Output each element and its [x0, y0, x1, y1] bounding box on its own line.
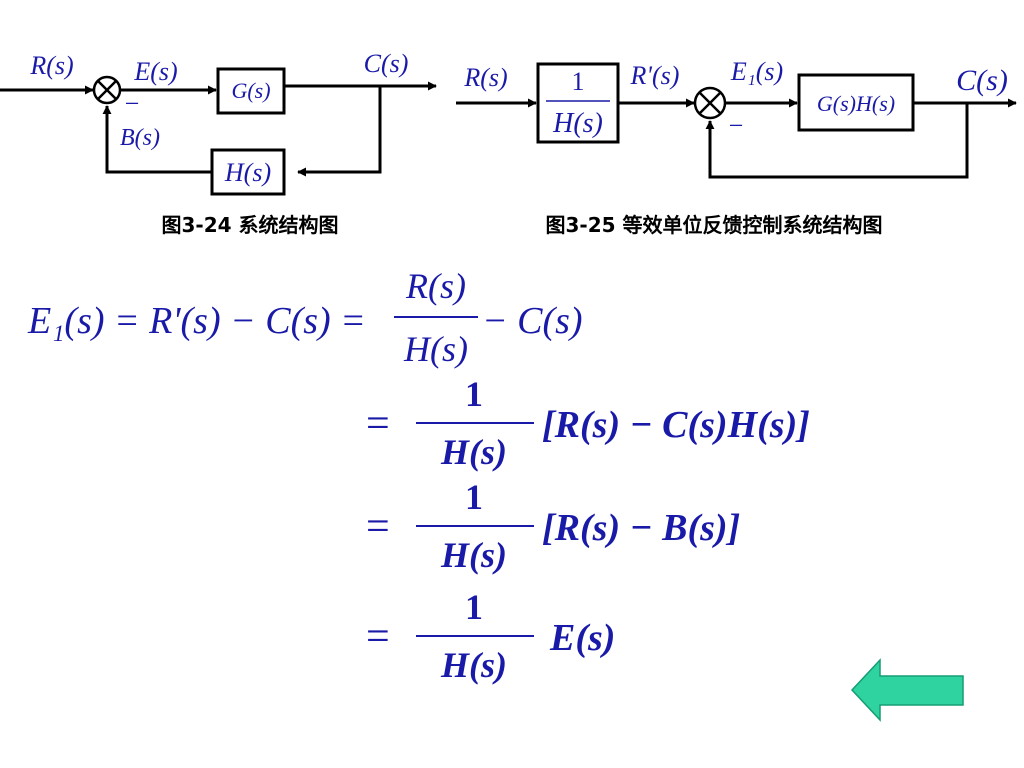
fig24-error-label: E(s) — [133, 57, 177, 86]
fig25-caption: 图3-25 等效单位反馈控制系统结构图 — [545, 213, 882, 237]
fig24-feedback-block-label: H(s) — [224, 158, 271, 187]
equation-line2-frac-denominator: H(s) — [440, 432, 507, 472]
equation-line2-frac-numerator: 1 — [465, 374, 483, 414]
fig24-input-label: R(s) — [29, 51, 73, 80]
fig24-summing-junction — [92, 75, 122, 105]
fig25-input-label: R(s) — [463, 63, 507, 92]
figure-3-24-block-diagram: G(s) H(s) R(s) E(s) − B(s) C(s) 图3-24 系统… — [0, 49, 437, 237]
equation-line1-tail: − C(s) — [482, 300, 583, 342]
equation-line3-frac-numerator: 1 — [465, 477, 483, 517]
equation-line3-equals: = — [366, 504, 390, 550]
fig25-prefilter-block — [536, 62, 620, 144]
equation-derivation: E₁(s) = R'(s) − C(s) = R(s) H(s) − C(s) … — [27, 266, 810, 685]
figure-3-25-block-diagram: 1 H(s) G(s)H(s) R(s) R'(s) E₁(s) − C(s) … — [456, 57, 1017, 237]
equation-line1-frac-denominator: H(s) — [403, 329, 468, 369]
fig25-feedback-path — [705, 103, 969, 179]
equation-line3-body: [R(s) − B(s)] — [542, 507, 740, 549]
equation-line4-frac-numerator: 1 — [465, 587, 483, 627]
fig24-feedback-label: B(s) — [120, 125, 160, 151]
fig25-prefilter-numerator: 1 — [572, 67, 585, 96]
fig25-minus-sign: − — [729, 111, 744, 140]
equation-line4-frac-denominator: H(s) — [440, 645, 507, 685]
fig25-rprime-label: R'(s) — [630, 61, 680, 90]
fig24-forward-block — [216, 67, 286, 115]
equation-line3-frac-denominator: H(s) — [440, 535, 507, 575]
fig25-error-label: E₁(s) — [730, 57, 783, 86]
fig24-minus-sign: − — [125, 89, 140, 118]
fig25-output-label: C(s) — [956, 64, 1008, 97]
fig25-forward-block-label: G(s)H(s) — [817, 91, 895, 116]
fig25-forward-block — [797, 73, 915, 132]
left-arrow-icon[interactable] — [850, 658, 964, 722]
equation-line4-body: E(s) — [549, 617, 615, 659]
equation-line1-frac-numerator: R(s) — [405, 266, 466, 306]
fig24-feedback-block — [210, 148, 286, 196]
fig25-summing-junction — [693, 86, 727, 120]
equation-line2-body: [R(s) − C(s)H(s)] — [542, 404, 810, 446]
fig24-caption: 图3-24 系统结构图 — [161, 213, 338, 237]
fig24-forward-block-label: G(s) — [231, 78, 270, 103]
equation-line4-equals: = — [366, 614, 390, 660]
fig24-feedback-path-left — [102, 105, 212, 174]
back-navigation-button[interactable] — [850, 658, 964, 722]
fig24-feedback-path-right — [297, 86, 382, 177]
fig25-prefilter-denominator: H(s) — [552, 108, 603, 139]
equation-line2-equals: = — [366, 401, 390, 447]
equation-line1-lhs: E₁(s) = R'(s) − C(s) = — [27, 300, 366, 342]
fig24-output-label: C(s) — [364, 49, 409, 78]
